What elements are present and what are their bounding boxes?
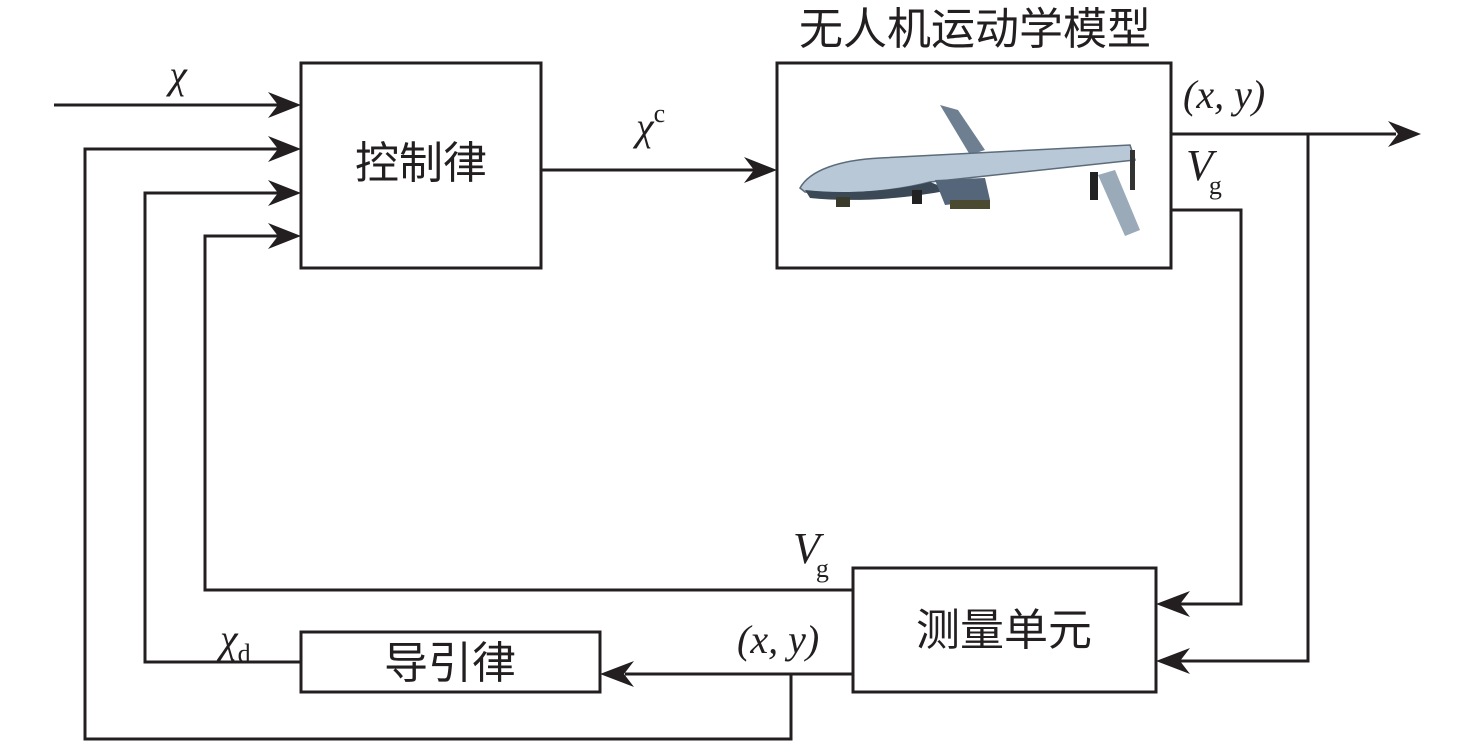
measurement-unit-label: 测量单元: [916, 605, 1092, 656]
chi-c-arrow: [541, 157, 777, 183]
vg-to-control-arrow: [203, 223, 853, 592]
vg-top-label: Vg: [1186, 141, 1222, 200]
input-chi-arrow: [54, 92, 301, 118]
vg-top-base: V: [1186, 141, 1218, 190]
vg-top-subscript: g: [1209, 171, 1222, 200]
vg-bottom-label: Vg: [793, 524, 829, 583]
output-xy-arrow: [1171, 121, 1421, 147]
vg-to-measurement-arrow: [1156, 208, 1243, 617]
measurement-unit-block: [851, 566, 1158, 694]
chi-d-to-control-arrow: [143, 180, 301, 664]
chi-c-label: χc: [632, 99, 665, 149]
vg-bottom-subscript: g: [816, 554, 829, 583]
chi-d-label: χd: [216, 616, 251, 668]
guidance-law-label: 导引律: [384, 638, 516, 689]
chi-d-subscript: d: [238, 639, 251, 668]
meas-xy-to-guidance-arrow: [600, 661, 853, 687]
chi-c-superscript: c: [654, 99, 666, 128]
meas-xy-label: (x, y): [737, 617, 819, 662]
feedback-xy-to-control-arrow: [83, 136, 793, 741]
uav-drone-image: [799, 105, 1140, 236]
vg-bottom-base: V: [793, 524, 825, 573]
xy-to-measurement-arrow: [1156, 134, 1310, 674]
control-law-block: [299, 61, 543, 270]
chi-d-base: χ: [216, 616, 239, 661]
output-xy-label: (x, y): [1183, 72, 1265, 117]
chi-c-base: χ: [632, 104, 655, 149]
uav-model-title: 无人机运动学模型: [799, 4, 1151, 55]
control-law-label: 控制律: [355, 138, 487, 189]
input-chi-label: χ: [165, 52, 188, 97]
